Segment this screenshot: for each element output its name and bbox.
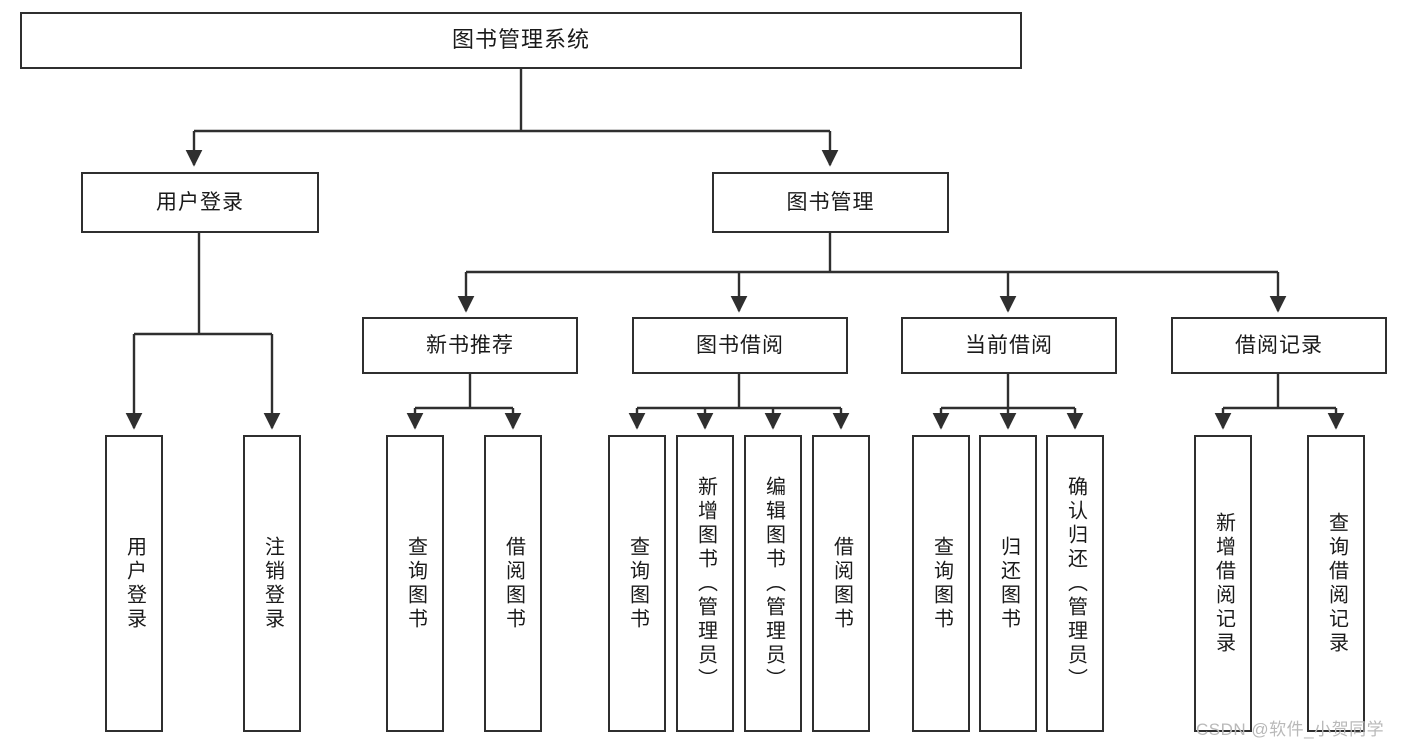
node-leaf-add-record-label: 新增借阅记录	[1212, 511, 1235, 656]
node-leaf-query-book-1[interactable]: 查询图书	[386, 435, 444, 732]
node-leaf-query-book-2[interactable]: 查询图书	[608, 435, 666, 732]
node-borrow-record-label: 借阅记录	[1235, 333, 1323, 357]
node-leaf-logout[interactable]: 注销登录	[243, 435, 301, 732]
node-leaf-borrow-book-2[interactable]: 借阅图书	[812, 435, 870, 732]
node-leaf-query-book-3[interactable]: 查询图书	[912, 435, 970, 732]
node-leaf-user-login[interactable]: 用户登录	[105, 435, 163, 732]
node-new-book-recommend-label: 新书推荐	[426, 333, 514, 357]
node-user-login-label: 用户登录	[156, 190, 244, 214]
node-user-login[interactable]: 用户登录	[81, 172, 319, 233]
node-leaf-confirm-return[interactable]: 确认归还（管理员）	[1046, 435, 1104, 732]
node-leaf-add-record[interactable]: 新增借阅记录	[1194, 435, 1252, 732]
node-current-borrow-label: 当前借阅	[965, 333, 1053, 357]
node-leaf-borrow-book-2-label: 借阅图书	[830, 535, 853, 632]
node-leaf-query-book-3-label: 查询图书	[930, 535, 953, 632]
node-leaf-logout-label: 注销登录	[261, 535, 284, 632]
node-root[interactable]: 图书管理系统	[20, 12, 1022, 69]
node-leaf-add-book-label: 新增图书（管理员）	[694, 475, 717, 692]
node-leaf-return-book-label: 归还图书	[997, 535, 1020, 632]
node-leaf-edit-book-label: 编辑图书（管理员）	[762, 475, 785, 692]
node-leaf-add-book[interactable]: 新增图书（管理员）	[676, 435, 734, 732]
node-leaf-user-login-label: 用户登录	[123, 535, 146, 632]
node-borrow-record[interactable]: 借阅记录	[1171, 317, 1387, 374]
node-book-borrow-label: 图书借阅	[696, 333, 784, 357]
node-root-label: 图书管理系统	[451, 27, 590, 53]
node-book-management-label: 图书管理	[786, 190, 875, 214]
node-leaf-confirm-return-label: 确认归还（管理员）	[1064, 475, 1087, 692]
node-leaf-query-book-2-label: 查询图书	[626, 535, 649, 632]
node-leaf-return-book[interactable]: 归还图书	[979, 435, 1037, 732]
node-leaf-borrow-book-1-label: 借阅图书	[502, 535, 525, 632]
node-leaf-edit-book[interactable]: 编辑图书（管理员）	[744, 435, 802, 732]
node-current-borrow[interactable]: 当前借阅	[901, 317, 1117, 374]
node-leaf-query-book-1-label: 查询图书	[404, 535, 427, 632]
node-leaf-query-record-label: 查询借阅记录	[1325, 511, 1348, 656]
node-book-management[interactable]: 图书管理	[712, 172, 949, 233]
node-leaf-borrow-book-1[interactable]: 借阅图书	[484, 435, 542, 732]
node-book-borrow[interactable]: 图书借阅	[632, 317, 848, 374]
node-leaf-query-record[interactable]: 查询借阅记录	[1307, 435, 1365, 732]
watermark-text: CSDN @软件_小贺同学	[1196, 720, 1385, 739]
node-new-book-recommend[interactable]: 新书推荐	[362, 317, 578, 374]
